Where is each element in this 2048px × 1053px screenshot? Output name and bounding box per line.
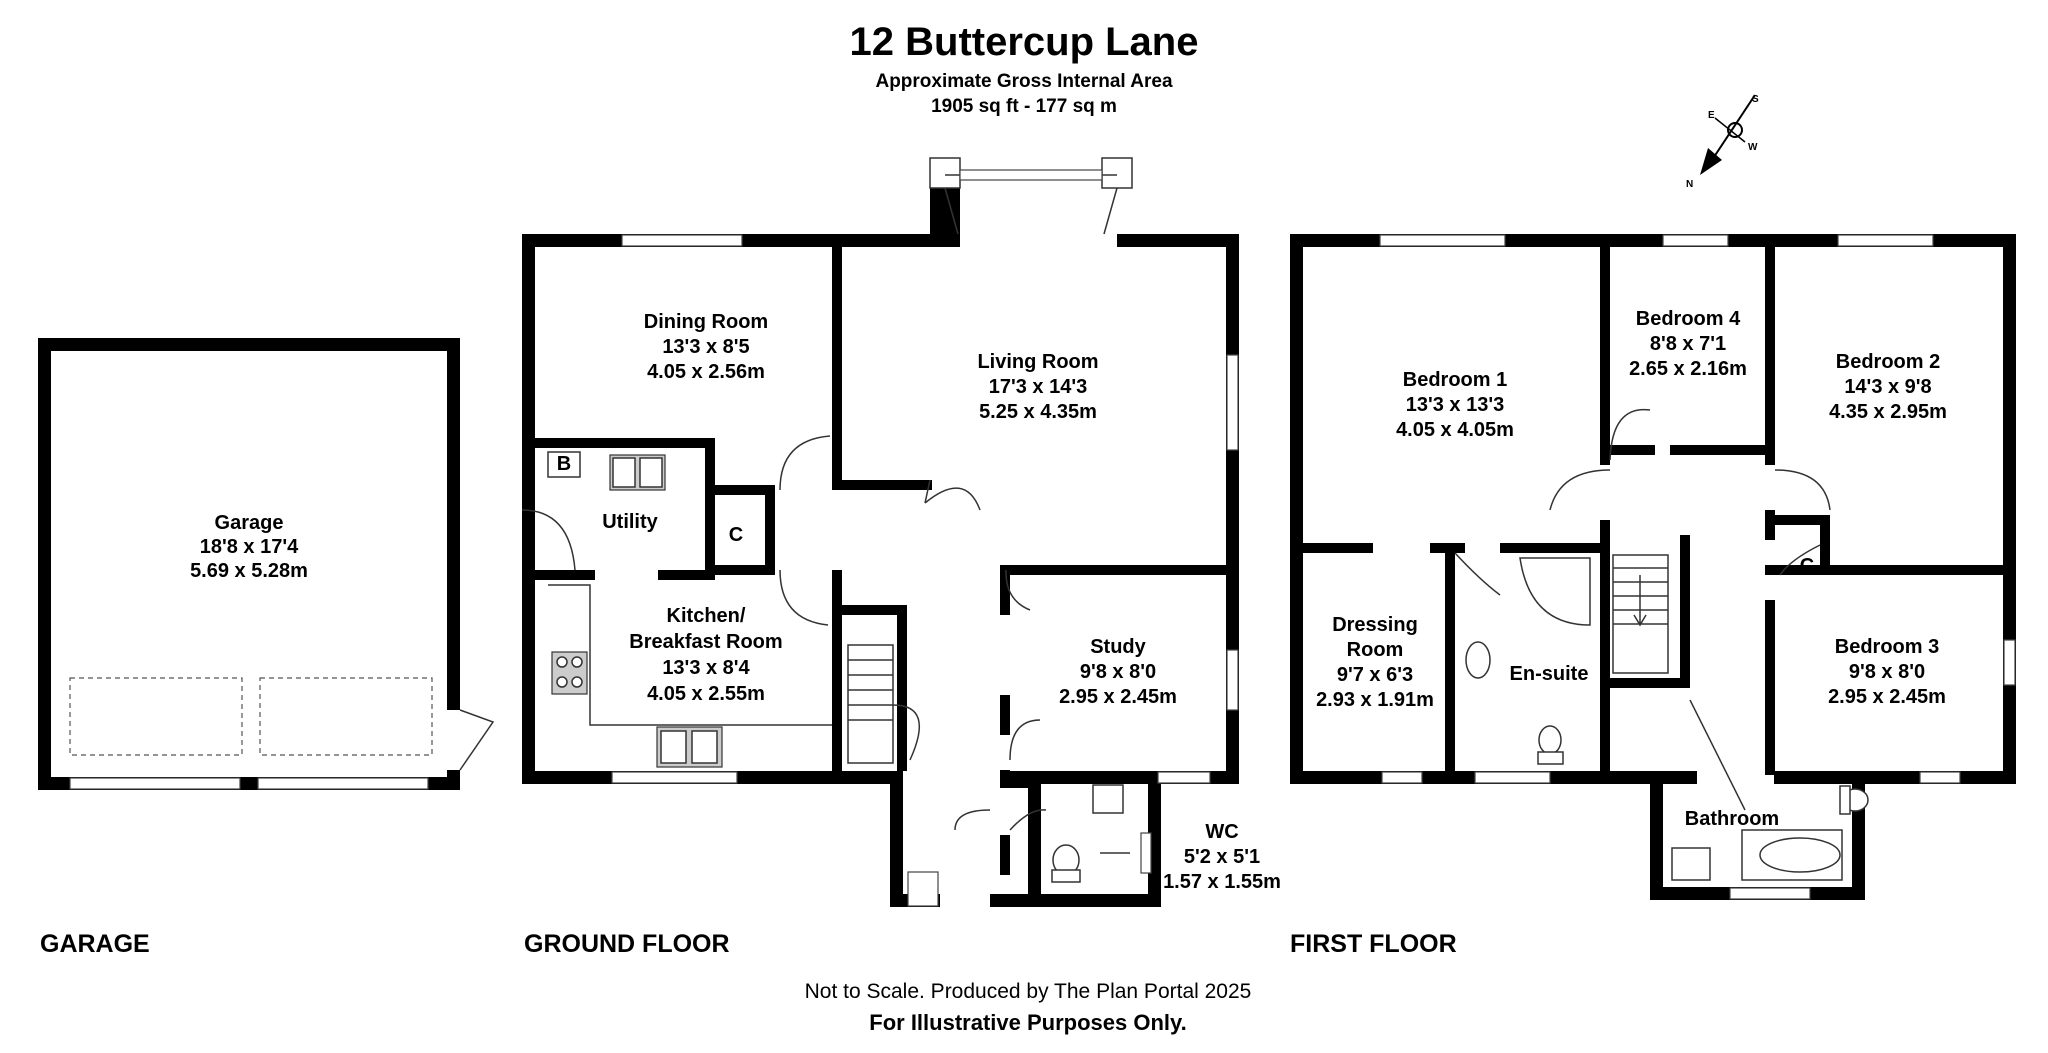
compass-w: W <box>1748 142 1758 153</box>
compass-icon: E S W N <box>1686 94 1759 190</box>
floor-label-first: FIRST FLOOR <box>1290 930 1457 958</box>
bedroom1-imperial: 13'3 x 13'3 <box>1406 394 1505 416</box>
boiler-label: B <box>557 453 571 475</box>
utility-name: Utility <box>602 511 658 533</box>
first-floor-plan: Bedroom 1 13'3 x 13'3 4.05 x 4.05m Bedro… <box>1290 234 2016 900</box>
bedroom2-imperial: 14'3 x 9'8 <box>1844 376 1931 398</box>
floor-label-garage: GARAGE <box>40 930 150 958</box>
dressing-imperial: 9'7 x 6'3 <box>1337 664 1413 686</box>
garage-name: Garage <box>215 512 284 534</box>
bedroom3-name: Bedroom 3 <box>1835 636 1939 658</box>
floor-label-ground: GROUND FLOOR <box>524 930 730 958</box>
plan-title: 12 Buttercup Lane <box>850 20 1199 64</box>
compass-s: S <box>1752 94 1759 105</box>
living-name: Living Room <box>977 351 1098 373</box>
study-metric: 2.95 x 2.45m <box>1059 686 1177 708</box>
wc-name: WC <box>1205 821 1238 843</box>
wc-metric: 1.57 x 1.55m <box>1163 871 1281 893</box>
living-metric: 5.25 x 4.35m <box>979 401 1097 423</box>
study-name: Study <box>1090 636 1146 658</box>
garage-plan: Garage 18'8 x 17'4 5.69 x 5.28m <box>38 338 495 790</box>
ground-cupboard-label: C <box>729 524 743 546</box>
kitchen-name-2: Breakfast Room <box>629 631 782 653</box>
garage-imperial: 18'8 x 17'4 <box>200 536 299 558</box>
kitchen-name-1: Kitchen/ <box>667 605 746 627</box>
bedroom3-imperial: 9'8 x 8'0 <box>1849 661 1925 683</box>
bedroom4-name: Bedroom 4 <box>1636 308 1741 330</box>
ground-floor-plan: Dining Room 13'3 x 8'5 4.05 x 2.56m Livi… <box>521 157 1281 907</box>
dressing-metric: 2.93 x 1.91m <box>1316 689 1434 711</box>
bedroom2-name: Bedroom 2 <box>1836 351 1940 373</box>
bedroom3-metric: 2.95 x 2.45m <box>1828 686 1946 708</box>
dressing-name-1: Dressing <box>1332 614 1418 636</box>
study-imperial: 9'8 x 8'0 <box>1080 661 1156 683</box>
kitchen-metric: 4.05 x 2.55m <box>647 683 765 705</box>
compass-n: N <box>1686 179 1693 190</box>
living-imperial: 17'3 x 14'3 <box>989 376 1088 398</box>
bedroom1-metric: 4.05 x 4.05m <box>1396 419 1514 441</box>
bedroom4-metric: 2.65 x 2.16m <box>1629 358 1747 380</box>
dining-imperial: 13'3 x 8'5 <box>662 336 749 358</box>
dressing-name-2: Room <box>1347 639 1404 661</box>
plan-subtitle: Approximate Gross Internal Area <box>875 71 1172 92</box>
bedroom2-metric: 4.35 x 2.95m <box>1829 401 1947 423</box>
footer-disclaimer: Not to Scale. Produced by The Plan Porta… <box>805 980 1252 1003</box>
dining-metric: 4.05 x 2.56m <box>647 361 765 383</box>
wc-imperial: 5'2 x 5'1 <box>1184 846 1260 868</box>
compass-e: E <box>1708 110 1715 121</box>
bedroom4-imperial: 8'8 x 7'1 <box>1650 333 1726 355</box>
plan-area: 1905 sq ft - 177 sq m <box>931 96 1117 117</box>
kitchen-imperial: 13'3 x 8'4 <box>662 657 750 679</box>
garage-metric: 5.69 x 5.28m <box>190 560 308 582</box>
dining-name: Dining Room <box>644 311 768 333</box>
ensuite-name: En-suite <box>1510 663 1589 685</box>
bedroom1-name: Bedroom 1 <box>1403 369 1507 391</box>
first-cupboard-label: C <box>1800 555 1814 577</box>
bathroom-name: Bathroom <box>1685 808 1779 830</box>
footer-illustrative: For Illustrative Purposes Only. <box>869 1010 1186 1035</box>
